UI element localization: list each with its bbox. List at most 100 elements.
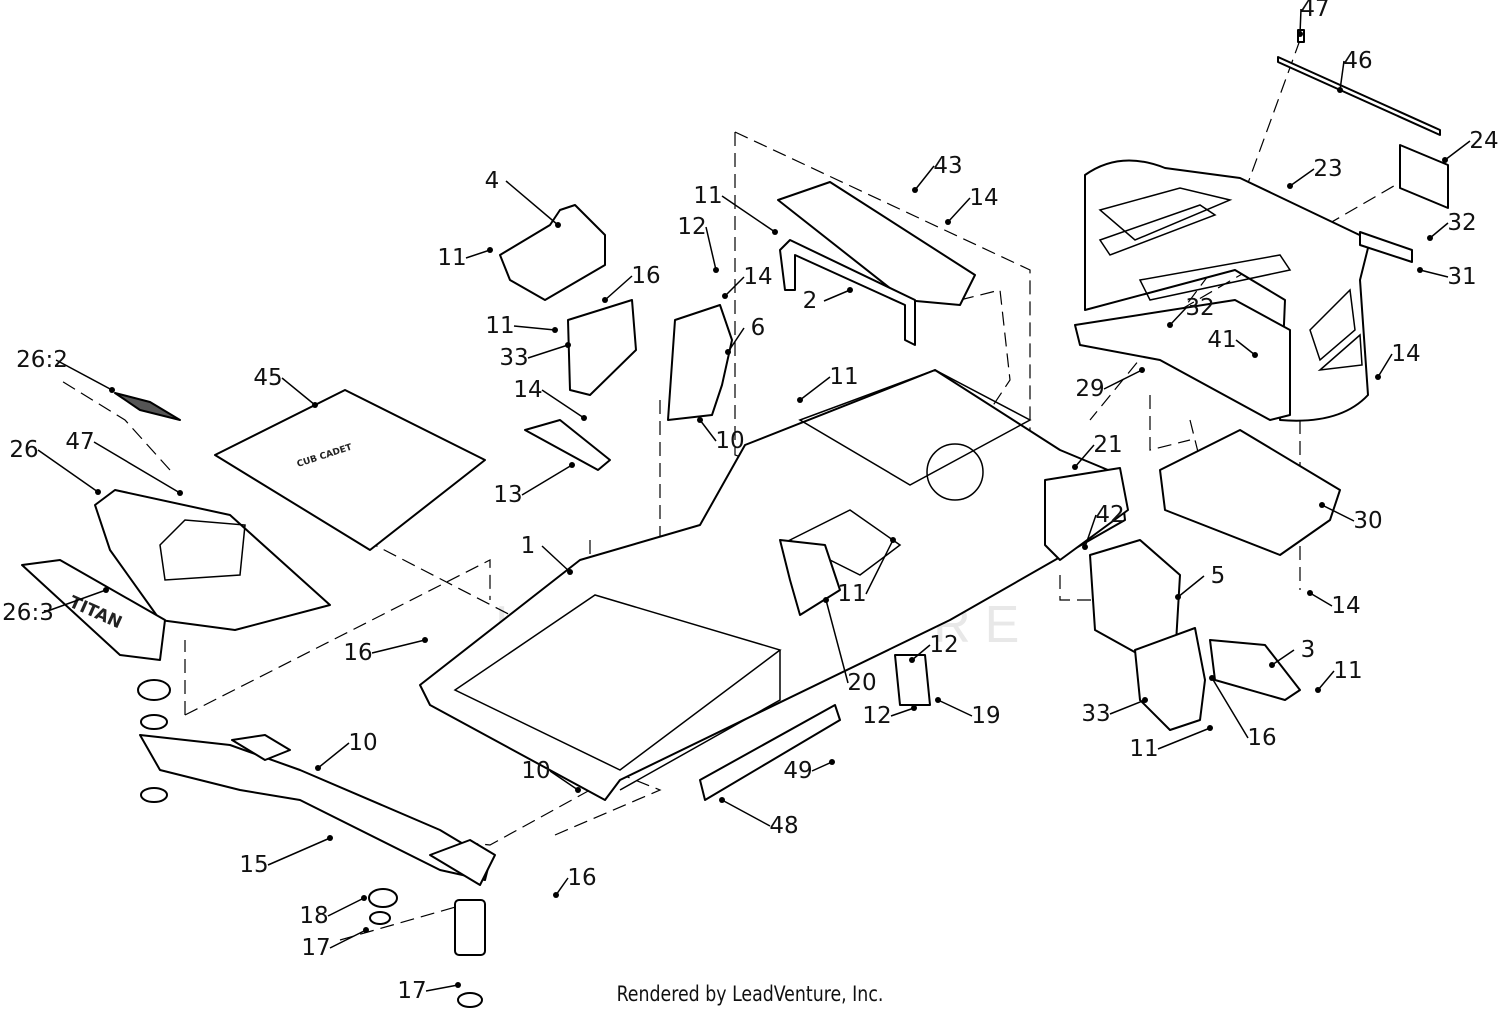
callout-label[interactable]: 14 xyxy=(1331,593,1360,619)
callout-label[interactable]: 11 xyxy=(485,313,514,339)
callout-label[interactable]: 42 xyxy=(1095,502,1124,528)
callout-label[interactable]: 20 xyxy=(847,670,876,696)
callout-c11g[interactable]: 11 xyxy=(1129,725,1213,762)
callout-c47b[interactable]: 47 xyxy=(65,429,183,496)
callout-label[interactable]: 32 xyxy=(1185,295,1214,321)
callout-label[interactable]: 30 xyxy=(1353,508,1382,534)
callout-label[interactable]: 11 xyxy=(693,183,722,209)
callout-c1[interactable]: 1 xyxy=(521,533,573,575)
callout-label[interactable]: 26 xyxy=(9,437,38,463)
callout-label[interactable]: 14 xyxy=(969,185,998,211)
callout-label[interactable]: 23 xyxy=(1313,156,1342,182)
callout-label[interactable]: 43 xyxy=(933,153,962,179)
callout-label[interactable]: 11 xyxy=(1129,736,1158,762)
callout-c17b[interactable]: 17 xyxy=(397,978,461,1004)
callout-label[interactable]: 14 xyxy=(513,377,542,403)
callout-c23[interactable]: 23 xyxy=(1287,156,1343,189)
callout-c26[interactable]: 26 xyxy=(9,437,101,495)
callout-label[interactable]: 29 xyxy=(1075,376,1104,402)
callout-label[interactable]: 1 xyxy=(521,533,536,559)
callout-label[interactable]: 19 xyxy=(971,703,1000,729)
callout-label[interactable]: 17 xyxy=(397,978,426,1004)
callout-label[interactable]: 16 xyxy=(567,865,596,891)
callout-c11a[interactable]: 11 xyxy=(437,245,493,271)
callout-label[interactable]: 31 xyxy=(1447,264,1476,290)
callout-c11c[interactable]: 11 xyxy=(485,313,558,339)
callout-label[interactable]: 33 xyxy=(499,345,528,371)
callout-label[interactable]: 5 xyxy=(1211,563,1226,589)
callout-label[interactable]: 13 xyxy=(493,482,522,508)
callout-c4[interactable]: 4 xyxy=(485,168,561,228)
callout-c15[interactable]: 15 xyxy=(239,835,333,878)
callout-c41[interactable]: 41 xyxy=(1207,327,1258,358)
callout-c32a[interactable]: 32 xyxy=(1427,210,1477,241)
callout-c20[interactable]: 20 xyxy=(823,597,877,696)
callout-c19[interactable]: 19 xyxy=(935,697,1001,729)
callout-label[interactable]: 45 xyxy=(253,365,282,391)
callout-c3[interactable]: 3 xyxy=(1269,637,1315,668)
callout-label[interactable]: 11 xyxy=(837,581,866,607)
callout-label[interactable]: 32 xyxy=(1447,210,1476,236)
callout-label[interactable]: 10 xyxy=(521,758,550,784)
callout-c14a[interactable]: 14 xyxy=(945,185,999,225)
callout-c17a[interactable]: 17 xyxy=(301,927,369,961)
callout-label[interactable]: 10 xyxy=(715,428,744,454)
callout-c2[interactable]: 2 xyxy=(803,287,853,314)
callout-c49[interactable]: 49 xyxy=(783,758,835,784)
callout-c13[interactable]: 13 xyxy=(493,462,575,508)
callout-label[interactable]: 41 xyxy=(1207,327,1236,353)
callout-c12c[interactable]: 12 xyxy=(862,703,917,729)
callout-label[interactable]: 15 xyxy=(239,852,268,878)
callout-c12b[interactable]: 12 xyxy=(909,632,959,663)
callout-label[interactable]: 24 xyxy=(1469,128,1498,154)
callout-label[interactable]: 26:3 xyxy=(2,600,54,626)
callout-c11e[interactable]: 11 xyxy=(837,537,896,607)
callout-label[interactable]: 14 xyxy=(1391,341,1420,367)
callout-c10b[interactable]: 10 xyxy=(315,730,378,771)
callout-c16d[interactable]: 16 xyxy=(553,865,597,898)
callout-c43[interactable]: 43 xyxy=(912,153,963,193)
callout-c45[interactable]: 45 xyxy=(253,365,318,408)
callout-c48[interactable]: 48 xyxy=(719,797,799,839)
callout-label[interactable]: 12 xyxy=(862,703,891,729)
callout-c32b[interactable]: 32 xyxy=(1167,295,1215,328)
callout-c30[interactable]: 30 xyxy=(1319,502,1383,534)
callout-label[interactable]: 6 xyxy=(751,315,766,341)
callout-c10c[interactable]: 10 xyxy=(521,758,581,793)
callout-label[interactable]: 2 xyxy=(803,288,818,314)
callout-label[interactable]: 14 xyxy=(743,264,772,290)
callout-label[interactable]: 4 xyxy=(485,168,500,194)
callout-c11d[interactable]: 11 xyxy=(797,364,859,403)
callout-label[interactable]: 46 xyxy=(1343,48,1372,74)
callout-c11b[interactable]: 11 xyxy=(693,183,778,235)
callout-label[interactable]: 11 xyxy=(829,364,858,390)
callout-c18[interactable]: 18 xyxy=(299,895,367,929)
callout-label[interactable]: 21 xyxy=(1093,432,1122,458)
callout-c33b[interactable]: 33 xyxy=(1081,697,1148,727)
callout-c6[interactable]: 6 xyxy=(725,315,765,355)
callout-label[interactable]: 12 xyxy=(677,214,706,240)
callout-c21[interactable]: 21 xyxy=(1072,432,1123,470)
callout-label[interactable]: 47 xyxy=(65,429,94,455)
callout-label[interactable]: 33 xyxy=(1081,701,1110,727)
callout-label[interactable]: 47 xyxy=(1300,0,1329,22)
callout-label[interactable]: 10 xyxy=(348,730,377,756)
callout-c47a[interactable]: 47 xyxy=(1297,0,1330,37)
callout-c33a[interactable]: 33 xyxy=(499,342,571,371)
callout-label[interactable]: 26:2 xyxy=(16,347,68,373)
callout-c12a[interactable]: 12 xyxy=(677,214,719,273)
callout-c14e[interactable]: 14 xyxy=(1307,590,1361,619)
callout-label[interactable]: 11 xyxy=(437,245,466,271)
callout-c16c[interactable]: 16 xyxy=(1209,675,1277,751)
callout-c14c[interactable]: 14 xyxy=(513,377,587,421)
callout-label[interactable]: 3 xyxy=(1301,637,1316,663)
callout-c16a[interactable]: 16 xyxy=(602,263,661,303)
callout-c46[interactable]: 46 xyxy=(1337,48,1373,93)
callout-label[interactable]: 48 xyxy=(769,813,798,839)
callout-c16b[interactable]: 16 xyxy=(343,637,428,666)
callout-c10a[interactable]: 10 xyxy=(697,417,745,454)
callout-c29[interactable]: 29 xyxy=(1075,367,1145,402)
callout-label[interactable]: 16 xyxy=(343,640,372,666)
callout-c26_2[interactable]: 26:2 xyxy=(16,347,115,393)
callout-c11f[interactable]: 11 xyxy=(1315,658,1363,693)
